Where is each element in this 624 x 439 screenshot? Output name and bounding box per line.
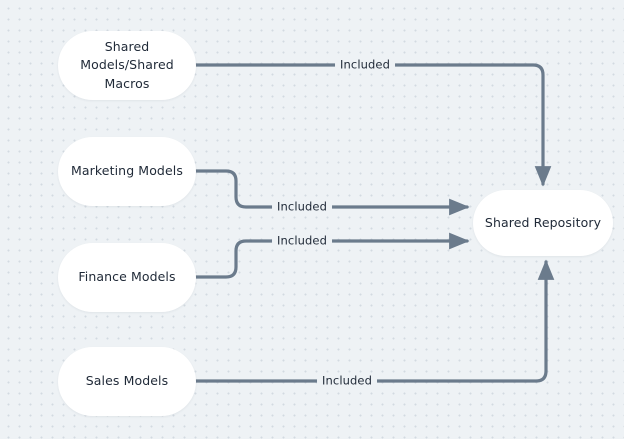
edge-label-marketing-models: Included	[272, 199, 332, 215]
node-shared-repository[interactable]: Shared Repository	[473, 190, 613, 256]
edge-label-finance-models: Included	[272, 233, 332, 249]
edge-label-sales-models: Included	[317, 373, 377, 389]
edge-path-sales-models	[194, 259, 555, 383]
node-finance-models[interactable]: Finance Models	[58, 243, 196, 312]
edge-path-shared-models	[194, 63, 552, 187]
node-marketing-models[interactable]: Marketing Models	[58, 137, 196, 206]
edge-path-finance-models	[194, 232, 470, 279]
node-sales-models[interactable]: Sales Models	[58, 347, 196, 416]
edge-path-marketing-models	[194, 169, 470, 216]
edge-label-shared-models: Included	[335, 57, 395, 73]
